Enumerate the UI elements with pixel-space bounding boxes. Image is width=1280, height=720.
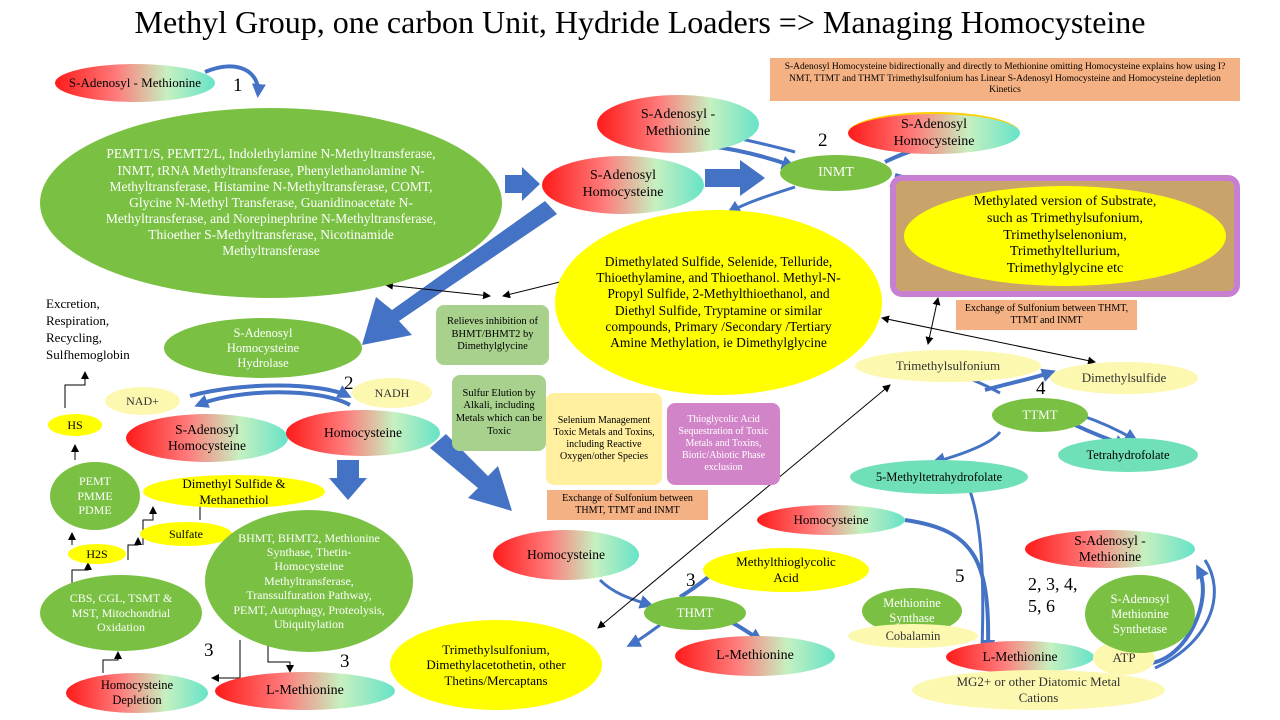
- step-number: 4: [1036, 378, 1046, 399]
- block-arrow: [505, 167, 540, 201]
- sam-inmt-node: S-Adenosyl - Methionine: [597, 95, 759, 153]
- connector: [102, 651, 122, 673]
- sam-right-node: S-Adenosyl - Methionine: [1025, 530, 1195, 568]
- note-top-right: S-Adenosyl Homocysteine bidirectionally …: [770, 58, 1240, 101]
- h2s-node: H2S: [68, 544, 126, 564]
- homocysteine-mid-node: Homocysteine: [493, 530, 639, 580]
- connector: [211, 640, 241, 682]
- cobalamin-node: Cobalamin: [848, 624, 978, 648]
- sam-synthetase-node: S-Adenosyl Methionine Synthetase: [1085, 575, 1195, 653]
- dimethyl-sulfide-node: Dimethyl Sulfide & Methanethiol: [143, 475, 325, 508]
- connector: [127, 537, 142, 560]
- hs-node: HS: [48, 414, 102, 436]
- methylthioglycolic-node: Methylthioglycolic Acid: [703, 548, 869, 592]
- connector: [925, 297, 941, 345]
- nadh-node: NADH: [352, 378, 432, 408]
- curved-arrow: [204, 64, 266, 98]
- thf-node: Tetrahydrofolate: [1058, 438, 1198, 472]
- enzymes-list-node: PEMT1/S, PEMT2/L, Indolethylamine N-Meth…: [40, 108, 502, 298]
- mg-cations-node: MG2+ or other Diatomic Metal Cations: [912, 670, 1165, 710]
- trimethylsulfonium-bottom-node: Trimethylsulfonium, Dimethylacetothetin,…: [390, 620, 602, 710]
- sah-left-node: S-Adenosyl Homocysteine: [126, 414, 288, 462]
- curved-arrow: [189, 383, 352, 398]
- nad-node: NAD+: [105, 387, 180, 415]
- block-arrow: [329, 460, 367, 500]
- l-methionine-mid-node: L-Methionine: [675, 636, 835, 676]
- sah-hydrolase-node: S-Adenosyl Homocysteine Hydrolase: [164, 318, 362, 378]
- l-methionine-bottom-node: L-Methionine: [215, 672, 395, 710]
- curved-arrow: [726, 185, 796, 215]
- curved-arrow: [1149, 564, 1209, 665]
- connector: [385, 281, 491, 300]
- connector: [267, 645, 294, 673]
- step-number: 3: [340, 651, 350, 672]
- relieves-inhibition-box: Relieves inhibition of BHMT/BHMT2 by Dim…: [436, 305, 549, 365]
- curved-arrow: [904, 518, 996, 654]
- block-arrow: [430, 434, 512, 511]
- connector: [597, 384, 891, 629]
- sulfate-node: Sulfate: [140, 522, 232, 546]
- curved-arrow: [931, 431, 1002, 467]
- bhmt-node: BHMT, BHMT2, Methionine Synthase, Thetin…: [205, 510, 413, 652]
- exchange-mid-box: Exchange of Sulfonium between THMT, TTMT…: [547, 490, 708, 520]
- curved-arrow: [1154, 559, 1216, 670]
- ttmt-enzyme-node: TTMT: [992, 398, 1088, 432]
- l-methionine-right-node: L-Methionine: [946, 641, 1094, 673]
- trimethylsulfonium-right-node: Trimethylsulfonium: [855, 350, 1041, 382]
- inmt-enzyme-node: INMT: [780, 155, 892, 191]
- step-number: 2: [344, 373, 354, 394]
- methylated-substrate-node: Methylated version of Substrate, such as…: [904, 186, 1226, 286]
- step-number: 1: [233, 75, 243, 96]
- sah-center-node: S-Adenosyl Homocysteine: [542, 156, 704, 214]
- thioglycolic-acid-box: Thioglycolic Acid Sequestration of Toxic…: [667, 403, 780, 485]
- sulfur-elution-box: Sulfur Elution by Alkali, including Meta…: [452, 375, 546, 451]
- step-number: 3: [204, 640, 214, 661]
- block-arrow: [705, 160, 765, 196]
- excretion-label: Excretion, Respiration, Recycling, Sulfh…: [46, 296, 130, 362]
- exchange-top-box: Exchange of Sulfonium between THMT, TTMT…: [956, 300, 1137, 330]
- pemt-node: PEMT PMME PDME: [50, 462, 140, 530]
- step-numbers-line-1: 2, 3, 4,: [1028, 574, 1078, 594]
- multi-step-numbers: 2, 3, 4, 5, 6: [1028, 574, 1078, 617]
- block-arrow: [362, 201, 557, 345]
- page-title: Methyl Group, one carbon Unit, Hydride L…: [134, 4, 1146, 40]
- homocysteine-left-node: Homocysteine: [286, 410, 440, 456]
- dimethylsulfide-right-node: Dimethylsulfide: [1050, 362, 1198, 394]
- sam-top-left-node: S-Adenosyl - Methionine: [55, 64, 215, 102]
- connector: [881, 315, 1096, 365]
- step-number: 3: [686, 570, 696, 591]
- selenium-management-box: Selenium Management Toxic Metals and Tox…: [546, 393, 662, 485]
- thmt-enzyme-node: THMT: [644, 596, 746, 630]
- step-number: 2: [818, 130, 828, 151]
- connector: [502, 277, 569, 299]
- substrate-frame: Methylated version of Substrate, such as…: [890, 175, 1240, 297]
- curved-arrow: [194, 390, 351, 408]
- homocysteine-right-node: Homocysteine: [757, 505, 905, 535]
- methyl-thf-node: 5-Methyltetrahydrofolate: [850, 460, 1028, 494]
- step-numbers-line-2: 5, 6: [1028, 595, 1055, 616]
- connector: [64, 371, 89, 408]
- curved-arrow: [958, 469, 985, 649]
- connector: [71, 562, 92, 583]
- curved-arrow: [626, 623, 661, 647]
- homocysteine-depletion-node: Homocysteine Depletion: [66, 673, 208, 713]
- curved-arrow: [1079, 413, 1139, 443]
- sah-inmt-node: S-Adenosyl Homocysteine: [848, 112, 1020, 154]
- cbs-node: CBS, CGL, TSMT & MST, Mitochondrial Oxid…: [40, 575, 202, 651]
- curved-arrow: [598, 578, 654, 609]
- step-number: 5: [955, 566, 965, 587]
- dimethylated-sulfide-node: Dimethylated Sulfide, Selenide, Tellurid…: [555, 210, 882, 395]
